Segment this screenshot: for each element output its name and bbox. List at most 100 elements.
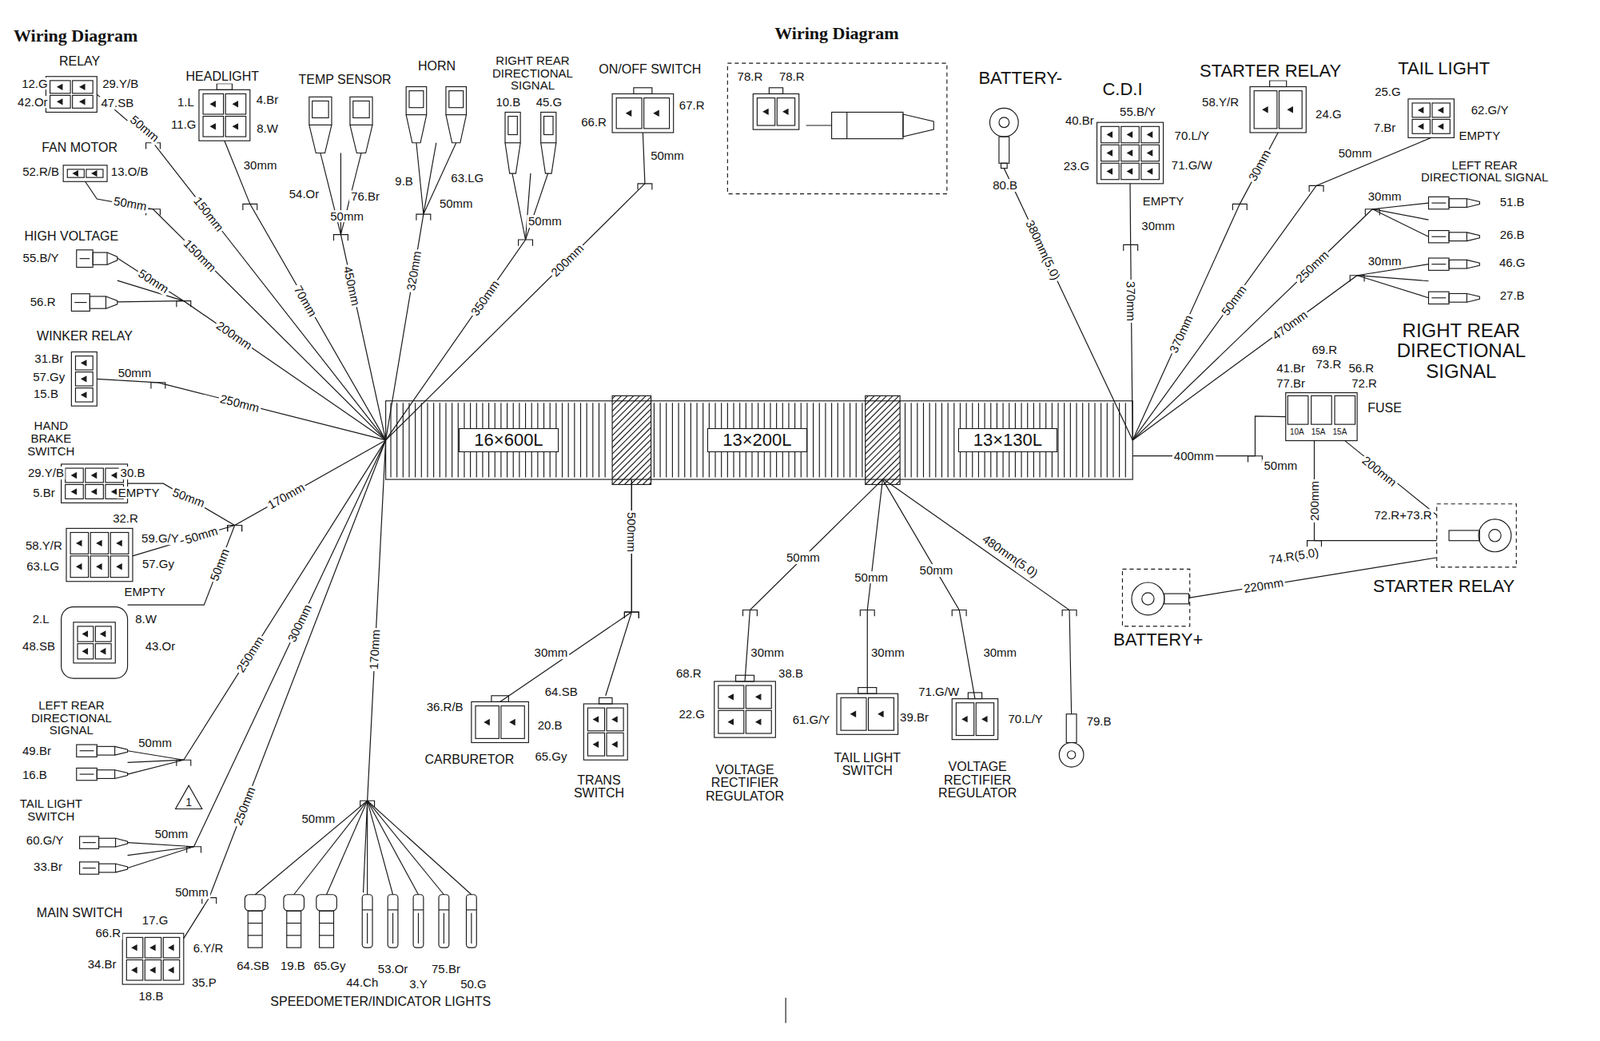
wire-length: 370mm xyxy=(1166,311,1196,357)
wire-length: 250mm xyxy=(1292,247,1333,287)
pin-marker xyxy=(210,101,216,107)
harness-rib xyxy=(819,402,820,478)
connector-pin xyxy=(90,556,109,578)
wire-connector xyxy=(96,94,386,441)
wire xyxy=(127,525,235,606)
wire-label: 52.R/B xyxy=(20,165,61,179)
bulb-body xyxy=(362,895,373,948)
bulb-body xyxy=(465,895,477,948)
bulb-head xyxy=(283,895,305,912)
connector-name: FUSE xyxy=(1366,401,1403,415)
harness-rib xyxy=(568,402,570,478)
wire-label: 78.R xyxy=(777,70,807,84)
branch-bracket xyxy=(1307,541,1322,548)
tape-hatch xyxy=(865,395,900,485)
bulb-head xyxy=(244,895,266,912)
harness-rib xyxy=(911,402,912,478)
wire-connector xyxy=(386,132,645,441)
tape-hatch xyxy=(618,395,652,485)
harness-rib xyxy=(476,402,478,478)
wire-connector xyxy=(867,479,883,694)
connector-pin xyxy=(86,169,104,178)
connector-name: SPEEDOMETER/INDICATOR LIGHTS xyxy=(269,995,492,1009)
wire-length: 250mm xyxy=(217,391,263,415)
wire-length: 70mm xyxy=(290,282,320,320)
connector-pin xyxy=(67,169,84,178)
pin-marker xyxy=(150,967,156,973)
wire-label: 8.W xyxy=(133,612,159,626)
harness-rib xyxy=(1100,402,1102,478)
connector-name: LEFT REAR DIRECTIONAL SIGNAL xyxy=(1415,159,1555,185)
connector-pin xyxy=(50,80,72,94)
connector-pin xyxy=(85,468,104,483)
wire-connector xyxy=(1132,275,1429,441)
connector-pin xyxy=(501,706,525,740)
pin-marker xyxy=(100,631,106,637)
wire-label: 60.G/Y xyxy=(24,834,66,848)
connector-name: MAIN SWITCH xyxy=(35,906,124,920)
wire-label: 22.G xyxy=(676,708,707,721)
terminal-frame xyxy=(1436,504,1517,568)
harness-rib xyxy=(396,402,398,478)
connector-pin xyxy=(65,484,84,499)
bulb-base xyxy=(247,911,263,948)
wire-length: 470mm xyxy=(1268,306,1311,343)
tape-hatch xyxy=(865,395,900,485)
wire-label: 50mm xyxy=(111,195,151,214)
wire-connector xyxy=(340,153,386,441)
harness-rib xyxy=(727,402,729,478)
ring-terminal xyxy=(1142,593,1155,605)
wire xyxy=(127,843,195,848)
bullet-tip xyxy=(115,838,128,848)
bullet-body xyxy=(92,252,108,265)
tape-band xyxy=(865,395,900,485)
wire-label: 72.R xyxy=(1349,377,1379,391)
bullet-sleeve xyxy=(1428,230,1450,243)
pin-marker xyxy=(81,392,87,398)
bullet-sleeve xyxy=(76,744,98,757)
wire-label: 50mm xyxy=(300,812,338,826)
ring-terminal xyxy=(1488,529,1501,542)
connector-pin xyxy=(1412,119,1430,134)
pin-marker xyxy=(76,541,82,546)
harness-rib xyxy=(935,402,936,478)
connector-pin xyxy=(75,356,93,371)
harness-rib xyxy=(433,402,434,478)
connector-pin xyxy=(90,532,109,554)
connector-node: FAN MOTOR xyxy=(63,165,108,182)
bullet-body xyxy=(89,296,106,309)
plug-taper xyxy=(405,115,427,144)
harness-rib xyxy=(764,402,765,478)
wire-label: 62.G/Y xyxy=(1469,103,1511,117)
wire-label: 7.Br xyxy=(1372,121,1398,135)
wire-label: 78.R xyxy=(736,70,765,84)
connector-node: STARTER RELAY xyxy=(1249,87,1306,133)
harness-rib xyxy=(1112,402,1114,478)
wire xyxy=(367,800,394,895)
connector-name: FAN MOTOR xyxy=(40,141,119,156)
connector-housing xyxy=(714,681,777,738)
wire-connector xyxy=(117,280,387,441)
wire-label: 480mm(5.0) xyxy=(979,531,1043,582)
wire-connector xyxy=(386,173,531,441)
harness-rib xyxy=(463,402,465,478)
wire-length: 450mm xyxy=(341,263,363,309)
wire-connector xyxy=(183,440,387,940)
bulb-line xyxy=(366,913,368,944)
wire-connector xyxy=(363,440,387,893)
wire-label: 30mm xyxy=(748,646,786,660)
pin-marker xyxy=(1147,168,1153,174)
connector-housing xyxy=(1097,122,1164,184)
tape-hatch xyxy=(865,395,900,485)
harness-size: 13×200L xyxy=(707,428,807,453)
bulb-line xyxy=(286,935,302,936)
bullet-line xyxy=(82,867,96,869)
wire-label: 50mm xyxy=(136,736,174,750)
illustration-group xyxy=(45,63,1517,1023)
connector-name: HEADLIGHT xyxy=(185,69,261,84)
connector-housing xyxy=(471,701,530,743)
wire-label: 50mm xyxy=(127,111,164,145)
wire-label: 77.Br xyxy=(1274,377,1307,391)
wire-length: 50mm xyxy=(784,551,822,565)
connector-node: STARTER RELAY xyxy=(1436,504,1517,568)
